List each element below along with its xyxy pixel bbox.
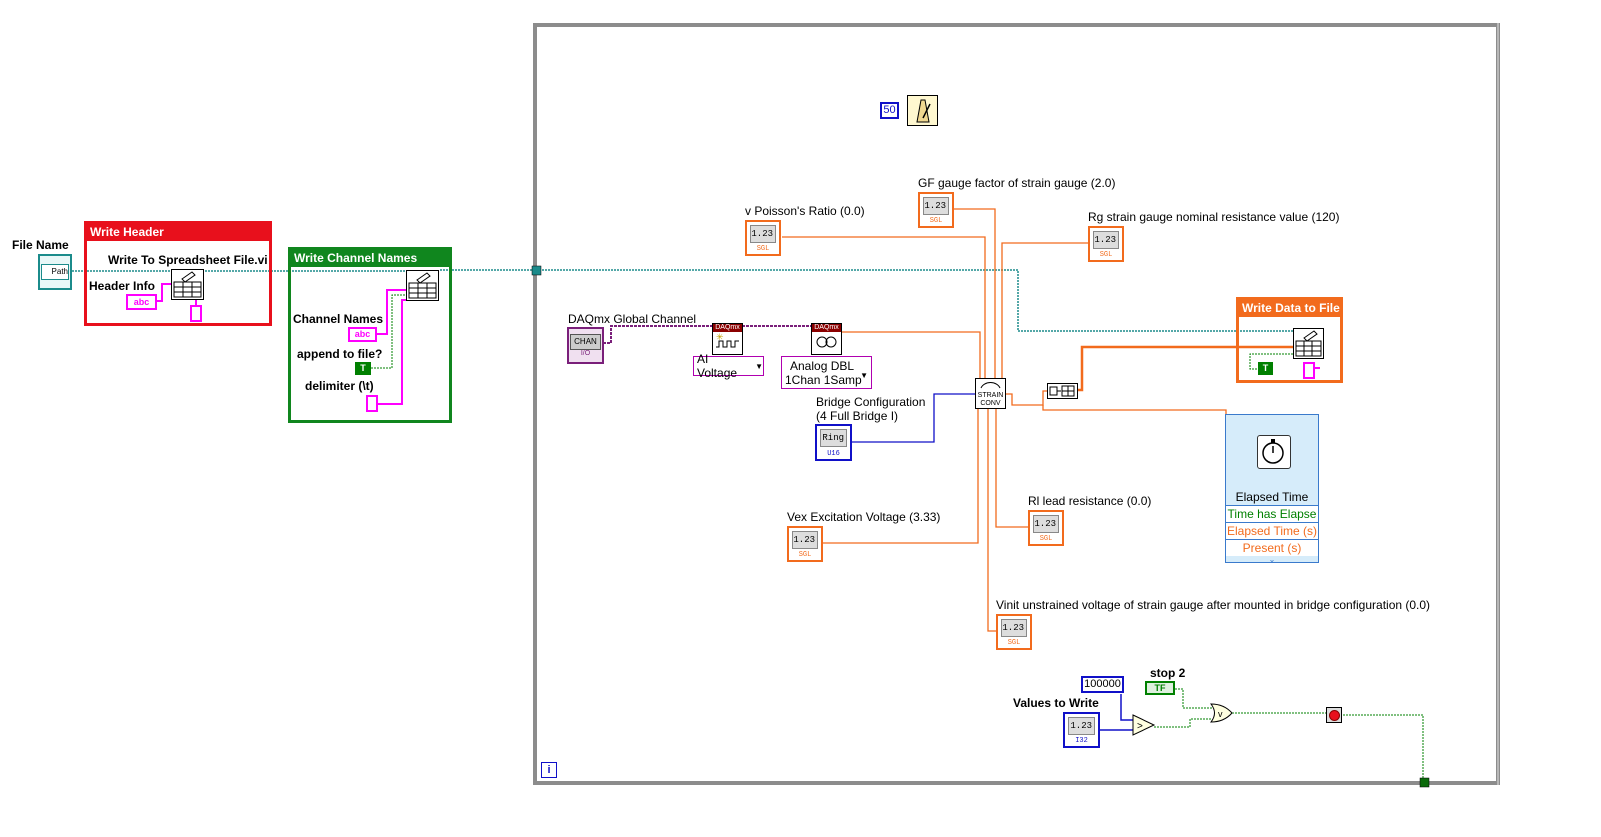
build-array-icon[interactable] <box>1047 383 1078 399</box>
svg-text:✳: ✳ <box>716 332 724 342</box>
header-info-terminal[interactable]: abc <box>126 294 157 310</box>
delimiter-terminal[interactable] <box>366 395 378 412</box>
elapsed-time-output[interactable]: Elapsed Time (s) <box>1226 522 1318 539</box>
file-name-terminal[interactable]: Path <box>38 254 72 290</box>
stop2-label: stop 2 <box>1150 666 1186 680</box>
time-has-elapsed-output[interactable]: Time has Elapse <box>1226 505 1318 522</box>
svg-text:>: > <box>1137 721 1143 732</box>
analog-read-dropdown[interactable]: Analog DBL 1Chan 1Samp ▼ <box>781 356 872 389</box>
spreadsheet-file-icon[interactable] <box>406 270 439 301</box>
spreadsheet-file-icon[interactable] <box>1293 328 1324 359</box>
bridge-config-label-line2: (4 Full Bridge I) <box>816 409 899 423</box>
write-header-frame: Write Header <box>84 221 272 326</box>
rg-resistance-label: Rg strain gauge nominal resistance value… <box>1088 210 1340 224</box>
daqmx-channel-terminal[interactable]: CHAN I/O <box>567 327 604 364</box>
values-to-write-label: Values to Write <box>1013 696 1099 710</box>
spreadsheet-file-icon[interactable] <box>171 269 204 300</box>
present-output[interactable]: Present (s) <box>1226 539 1318 556</box>
write-data-title: Write Data to File <box>1239 300 1340 317</box>
daqmx-global-channel-label: DAQmx Global Channel <box>568 312 697 326</box>
vinit-label: Vinit unstrained voltage of strain gauge… <box>996 598 1431 612</box>
rl-lead-label: Rl lead resistance (0.0) <box>1028 494 1152 508</box>
path-indicator: Path <box>41 264 69 280</box>
stop2-terminal[interactable]: TF <box>1145 681 1175 695</box>
elapsed-time-title: Elapsed Time <box>1235 490 1309 504</box>
write-channel-names-title: Write Channel Names <box>291 250 449 267</box>
while-loop-border <box>533 23 1500 785</box>
chevron-down-icon: ▼ <box>755 361 763 371</box>
header-info-label: Header Info <box>89 279 156 293</box>
vex-voltage-label: Vex Excitation Voltage (3.33) <box>787 510 941 524</box>
svg-text:v: v <box>1218 709 1223 719</box>
chevron-down-icon[interactable]: ⌄ <box>1268 555 1276 564</box>
stopwatch-icon <box>1257 435 1291 469</box>
poisson-ratio-label: v Poisson's Ratio (0.0) <box>745 204 865 218</box>
header-delimiter-terminal[interactable] <box>190 305 202 322</box>
threshold-constant[interactable]: 100000 <box>1081 676 1124 693</box>
strain-conversion-vi[interactable]: STRAIN CONV <box>975 378 1006 409</box>
wait-constant[interactable]: 50 <box>880 102 899 119</box>
channel-names-label: Channel Names <box>293 312 384 326</box>
path-wire <box>72 269 1295 332</box>
write-header-title: Write Header <box>87 224 269 241</box>
loop-iteration-icon: i <box>541 762 557 778</box>
append-terminal[interactable]: T <box>355 362 371 375</box>
greater-than-comparison[interactable]: > <box>1132 714 1156 736</box>
chevron-down-icon: ▼ <box>860 371 868 380</box>
delimiter-label: delimiter (\t) <box>305 379 374 393</box>
write-data-frame: Write Data to File <box>1236 297 1343 383</box>
daqmx-read-vi[interactable]: DAQmx <box>811 323 842 355</box>
elapsed-time-express-vi[interactable]: Elapsed Time Time has Elapse Elapsed Tim… <box>1225 414 1319 564</box>
write-channel-names-frame: Write Channel Names <box>288 247 452 423</box>
metronome-icon[interactable] <box>907 95 938 126</box>
bridge-config-label-line1: Bridge Configuration <box>816 395 926 409</box>
append-to-file-label: append to file? <box>297 347 383 361</box>
channel-names-terminal[interactable]: abc <box>348 327 377 342</box>
or-gate[interactable]: v <box>1210 703 1234 723</box>
file-name-label: File Name <box>12 238 69 252</box>
daqmx-create-channel-vi[interactable]: DAQmx ✳ <box>712 323 743 355</box>
gauge-factor-label: GF gauge factor of strain gauge (2.0) <box>918 176 1116 190</box>
append-data-terminal[interactable]: T <box>1258 362 1273 375</box>
stop-button-icon[interactable] <box>1326 707 1342 723</box>
write-to-spreadsheet-label: Write To Spreadsheet File.vi <box>108 253 268 267</box>
data-delimiter-terminal[interactable] <box>1303 362 1315 379</box>
ai-voltage-dropdown[interactable]: AI Voltage ▼ <box>693 352 764 380</box>
